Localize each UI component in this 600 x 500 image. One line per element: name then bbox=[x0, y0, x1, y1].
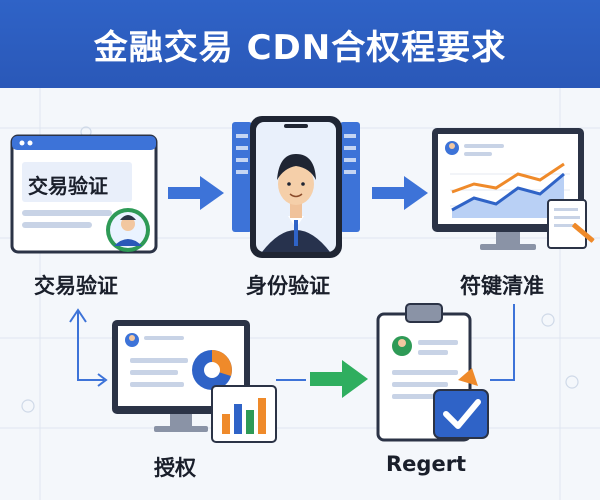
authorization-illustration bbox=[112, 320, 277, 443]
report-clipboard-illustration bbox=[376, 303, 489, 442]
header-banner: 金融交易 CDN合权程要求 bbox=[0, 0, 600, 88]
flow-connectors bbox=[69, 304, 515, 387]
page-title: 金融交易 CDN合权程要求 bbox=[93, 27, 507, 68]
browser-screen-text: 交易验证 bbox=[28, 174, 108, 198]
step-label-authorization: 授权 bbox=[154, 456, 196, 480]
arrow-right-green-icon bbox=[310, 360, 368, 398]
step-label-identity-verify: 身份验证 bbox=[246, 274, 330, 298]
step-label-clearing: 符键清准 bbox=[460, 274, 544, 298]
step-label-report: Regert bbox=[386, 452, 467, 476]
identity-verify-illustration bbox=[232, 116, 360, 258]
step-label-transaction-verify: 交易验证 bbox=[34, 274, 118, 298]
arrow-right-icon bbox=[372, 176, 428, 210]
transaction-verify-illustration bbox=[10, 134, 158, 254]
arrow-right-icon bbox=[168, 176, 224, 210]
clearing-monitor-illustration bbox=[432, 128, 595, 250]
